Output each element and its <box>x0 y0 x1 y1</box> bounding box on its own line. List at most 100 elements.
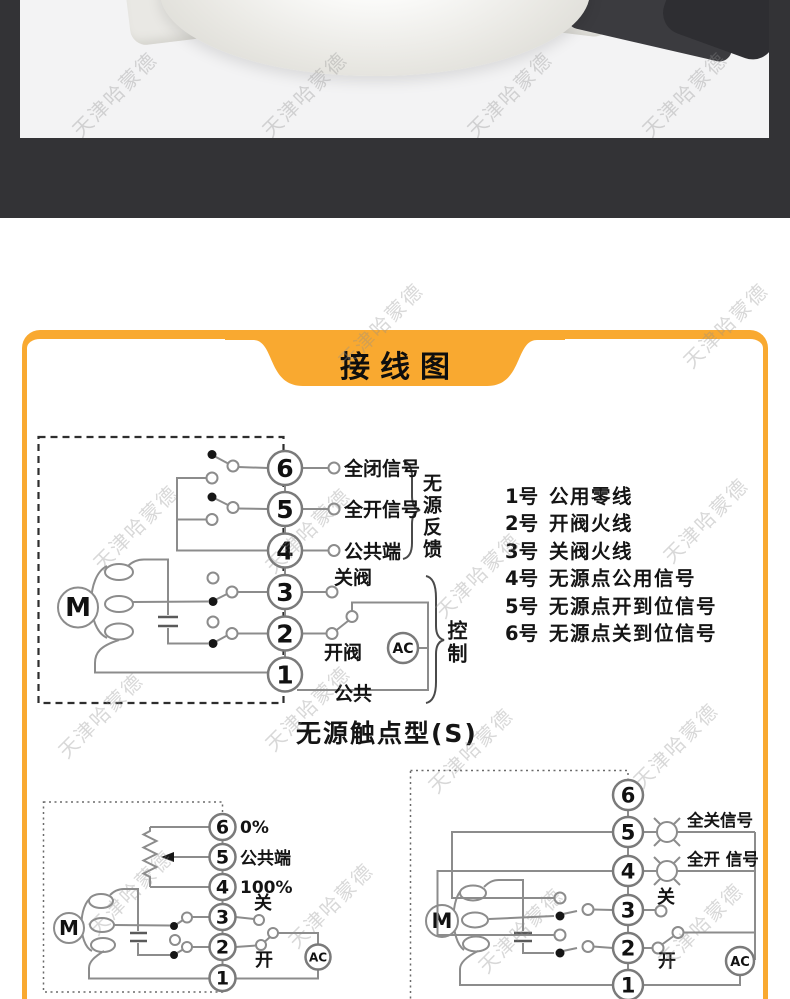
ac-label: AC <box>392 641 413 657</box>
legend-terminal-desc: 公用零线 <box>549 485 634 508</box>
diagram-caption: 无源触点型(S) <box>296 719 478 748</box>
terminal-number: 1 <box>216 968 229 990</box>
terminal-number: 4 <box>621 860 636 884</box>
terminal-number: 3 <box>216 907 229 929</box>
ac-source: AC <box>724 945 756 977</box>
label-full-close-signal: 全关信号 <box>686 810 753 830</box>
terminal-1 <box>611 968 645 999</box>
legend-row: 3号 关阀火线 <box>505 538 717 565</box>
banner-tab-shape <box>225 338 565 386</box>
ac-source: AC <box>304 943 332 971</box>
wiring-diagram-panel <box>22 330 768 999</box>
terminal-number: 1 <box>276 661 293 690</box>
terminal-legend: 1号 公用零线 2号 开阀火线 3号 关阀火线 4号 无源点公用信号 5号 无源… <box>505 483 717 647</box>
motor-symbol: M <box>53 893 116 953</box>
terminal-number: 6 <box>276 454 293 483</box>
legend-terminal-number: 3号 <box>505 539 539 563</box>
motor-symbol: M <box>425 884 490 953</box>
terminal-5 <box>266 490 304 528</box>
right-wires <box>436 831 756 986</box>
terminal-number: 4 <box>216 877 229 899</box>
terminal-strip: 6 5 4 3 2 1 <box>208 812 237 993</box>
control-brace <box>425 575 445 704</box>
terminal-number: 2 <box>621 937 636 961</box>
terminal-number: 2 <box>216 937 229 959</box>
terminal-6 <box>611 778 645 812</box>
label-full-open-signal: 全开 信号 <box>686 849 759 869</box>
left-wiring-diagram: M <box>42 801 332 993</box>
legend-terminal-desc: 无源点公用信号 <box>549 567 697 591</box>
switch-contacts <box>205 450 359 648</box>
section-banner: 接线图 <box>225 338 565 390</box>
terminal-3 <box>611 893 645 927</box>
watermark-text: 天津哈蒙德 <box>67 47 163 138</box>
terminal-number: 5 <box>276 495 293 524</box>
legend-row: 1号 公用零线 <box>505 483 717 510</box>
terminal-number: 6 <box>621 784 636 808</box>
label-common-terminal: 公共端 <box>240 848 291 869</box>
terminal-5 <box>611 815 645 849</box>
label-open-valve: 开阀 <box>324 641 362 664</box>
terminal-4 <box>611 854 645 888</box>
terminal-2 <box>611 931 645 965</box>
legend-terminal-number: 5号 <box>505 594 539 618</box>
motor-label: M <box>65 593 91 623</box>
terminal-4 <box>208 872 237 902</box>
terminal-2 <box>208 932 237 962</box>
feedback-brace <box>402 460 421 560</box>
label-0-percent: 0% <box>240 818 269 838</box>
legend-terminal-desc: 关阀火线 <box>549 539 634 563</box>
terminal-number: 1 <box>621 974 636 998</box>
switch-contacts <box>553 891 685 958</box>
label-full-open-signal: 全开信号 <box>343 498 420 521</box>
terminal-number: 3 <box>621 899 636 923</box>
product-photo-section: 天津哈蒙德 天津哈蒙德 天津哈蒙德 天津哈蒙德 <box>0 0 790 218</box>
legend-terminal-desc: 无源点关到位信号 <box>549 622 718 646</box>
label-common-terminal: 公共端 <box>344 540 401 563</box>
terminal-3 <box>266 573 304 611</box>
label-common: 公共 <box>334 683 372 705</box>
switch-contacts <box>169 911 279 959</box>
terminal-number: 6 <box>216 817 229 839</box>
terminal-1 <box>266 656 304 693</box>
actuator-dashed-enclosure <box>37 435 285 705</box>
ac-label: AC <box>309 951 327 965</box>
right-wiring-diagram: M <box>409 769 759 999</box>
terminal-3 <box>208 902 237 932</box>
label-close-valve: 关阀 <box>334 566 372 589</box>
terminal-number: 2 <box>276 620 293 649</box>
motor-label: M <box>59 916 79 940</box>
label-100-percent: 100% <box>240 878 293 898</box>
control-group-label: 控制 <box>444 620 468 666</box>
legend-terminal-number: 6号 <box>505 622 539 646</box>
wiring-diagrams: M <box>37 435 759 999</box>
legend-terminal-desc: 无源点开到位信号 <box>549 594 718 618</box>
terminal-number: 5 <box>216 847 229 869</box>
label-open: 开 <box>658 951 676 972</box>
feedback-group-label: 无源反馈 <box>420 473 442 561</box>
valve-body <box>160 0 590 76</box>
terminal-2 <box>266 615 304 652</box>
motor-label: M <box>432 909 453 933</box>
motor-symbol: M <box>57 563 134 641</box>
terminal-6 <box>208 812 237 842</box>
wiper-arrow <box>161 852 174 862</box>
section-title: 接线图 <box>340 350 460 385</box>
label-full-close-signal: 全闭信号 <box>343 457 420 480</box>
lamp-full-open <box>653 856 681 886</box>
legend-row: 5号 无源点开到位信号 <box>505 593 717 620</box>
main-wires <box>94 455 429 691</box>
terminal-5 <box>208 842 237 872</box>
lamp-full-close <box>653 817 681 847</box>
legend-terminal-number: 4号 <box>505 567 539 591</box>
legend-row: 4号 无源点公用信号 <box>505 565 717 592</box>
legend-terminal-desc: 开阀火线 <box>549 512 634 536</box>
legend-terminal-number: 1号 <box>505 485 539 508</box>
terminal-1 <box>208 963 237 993</box>
terminal-strip: 6 5 4 3 2 1 <box>611 778 645 999</box>
terminal-6 <box>266 449 304 487</box>
potentiometer <box>141 827 159 887</box>
legend-terminal-number: 2号 <box>505 512 539 536</box>
legend-row: 6号 无源点关到位信号 <box>505 620 717 647</box>
